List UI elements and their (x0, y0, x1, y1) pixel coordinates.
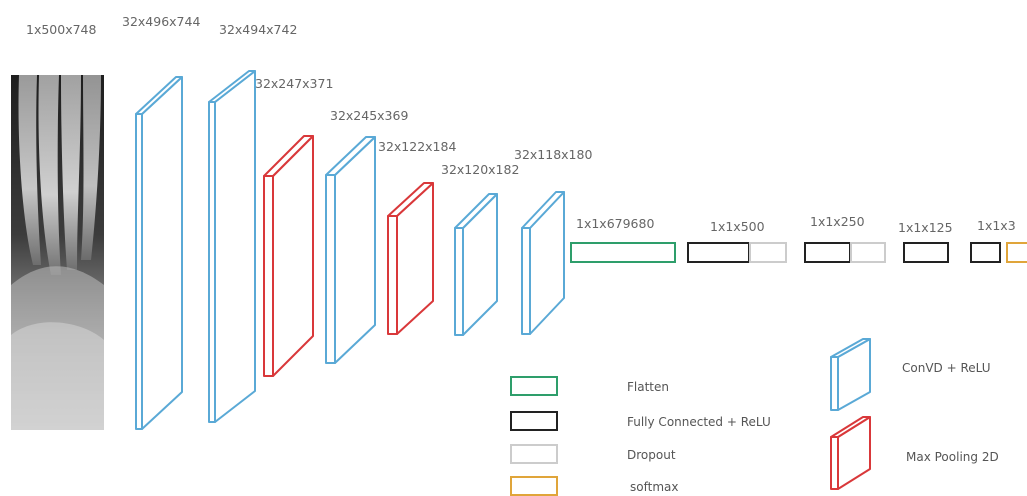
fc3-dim-label: 1x1x125 (898, 220, 953, 235)
conv5-prism (521, 191, 565, 335)
fc2-dim-label: 1x1x250 (810, 214, 865, 229)
legend-prisms (830, 338, 871, 490)
fc4-box (970, 242, 1001, 263)
input-dim-label: 1x500x748 (26, 22, 97, 37)
conv1-dim-label: 32x496x744 (122, 14, 201, 29)
fc2-box (804, 242, 851, 263)
conv2-prism (208, 70, 256, 423)
fc3-box (903, 242, 949, 263)
flatten-box (570, 242, 676, 263)
conv1-prism (135, 76, 183, 430)
pool2-prism (387, 182, 434, 335)
legend-conv-label: ConVD + ReLU (902, 361, 991, 375)
conv5-dim-label: 32x118x180 (514, 147, 593, 162)
legend-conv-prism (830, 338, 871, 411)
pool2-dim-label: 32x122x184 (378, 139, 457, 154)
legend-maxpool-prism (830, 416, 871, 490)
legend-softmax-label: softmax (630, 480, 679, 494)
legend-dropout-swatch (510, 444, 558, 464)
conv2-dim-label: 32x494x742 (219, 22, 298, 37)
fc1-dim-label: 1x1x500 (710, 219, 765, 234)
dropout2-box (850, 242, 886, 263)
legend-fc-swatch (510, 411, 558, 431)
legend-flatten-swatch (510, 376, 558, 396)
fc1-box (687, 242, 750, 263)
pool1-dim-label: 32x247x371 (255, 76, 334, 91)
legend-fc-label: Fully Connected + ReLU (627, 415, 771, 429)
legend-flatten-label: Flatten (627, 380, 669, 394)
softmax-box (1006, 242, 1027, 263)
fc4-dim-label: 1x1x3 (977, 218, 1016, 233)
legend-dropout-label: Dropout (627, 448, 676, 462)
conv-layer-prisms (135, 70, 565, 430)
conv3-prism (325, 136, 376, 364)
flatten-dim-label: 1x1x679680 (576, 216, 655, 231)
conv3-dim-label: 32x245x369 (330, 108, 409, 123)
conv4-dim-label: 32x120x182 (441, 162, 520, 177)
legend-maxpool-label: Max Pooling 2D (906, 450, 999, 464)
dropout1-box (749, 242, 787, 263)
conv4-prism (454, 193, 498, 336)
pool1-prism (263, 135, 314, 377)
input-xray-image (11, 75, 104, 430)
legend-softmax-swatch (510, 476, 558, 496)
